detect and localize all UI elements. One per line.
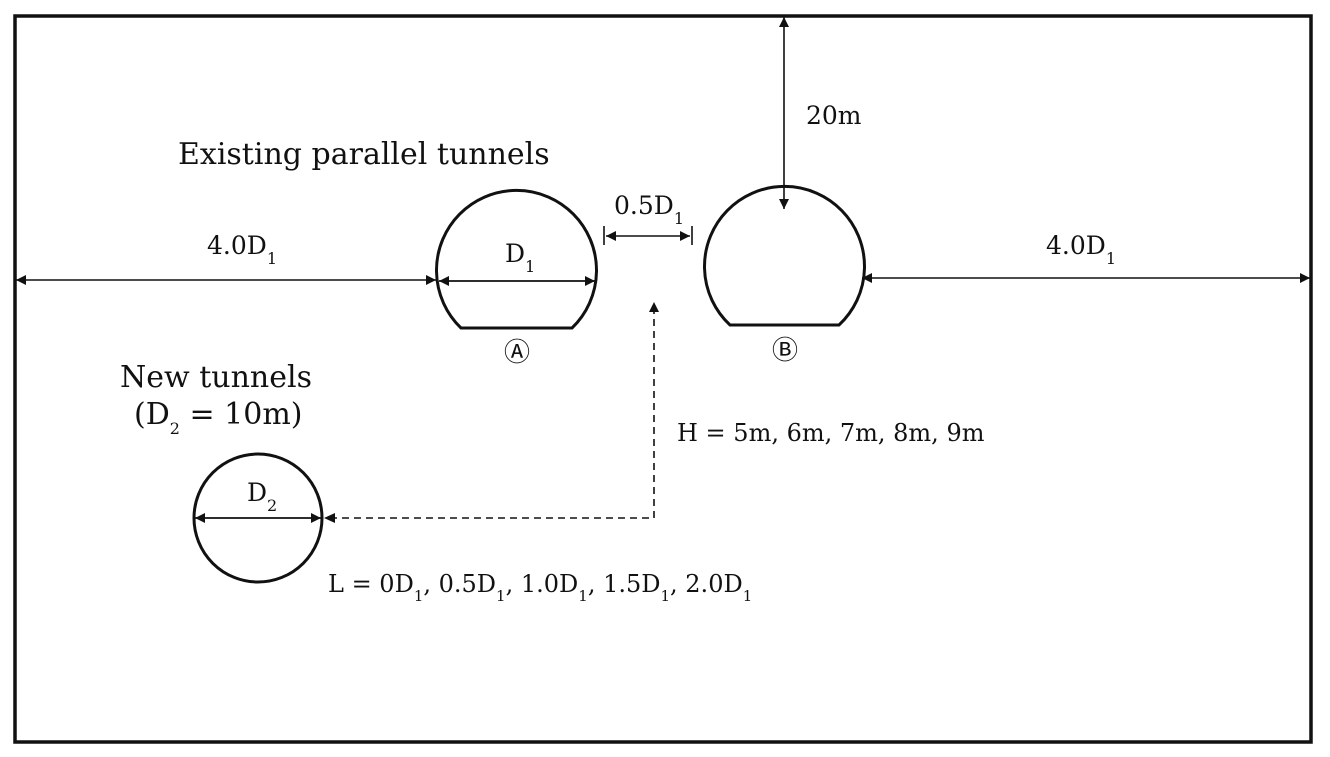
cover-depth-label: 20m bbox=[806, 101, 862, 130]
tunnel-a-outline bbox=[435, 188, 598, 330]
new-tunnel-diameter-label: D2 bbox=[247, 478, 277, 515]
new-tunnel-outline bbox=[192, 452, 324, 584]
right-spacing-label: 4.0D1 bbox=[1046, 231, 1116, 268]
tunnel-b-marker: Ⓑ bbox=[772, 336, 798, 366]
existing-tunnels-title: Existing parallel tunnels bbox=[178, 137, 550, 172]
pillar-label: 0.5D1 bbox=[614, 191, 684, 228]
vertical-offset-values: H = 5m, 6m, 7m, 8m, 9m bbox=[677, 419, 985, 447]
tunnel-a-marker: Ⓐ bbox=[504, 338, 530, 368]
horizontal-offset-values: L = 0D1, 0.5D1, 1.0D1, 1.5D1, 2.0D1 bbox=[328, 570, 752, 605]
new-tunnels-diameter-note: (D2 = 10m) bbox=[134, 397, 303, 438]
offset-l-arrowhead bbox=[324, 513, 335, 523]
tunnel-a-diameter-label: D1 bbox=[505, 239, 535, 276]
left-spacing-label: 4.0D1 bbox=[207, 231, 277, 268]
model-boundary bbox=[13, 14, 1313, 744]
new-tunnels-title: New tunnels bbox=[120, 360, 312, 395]
